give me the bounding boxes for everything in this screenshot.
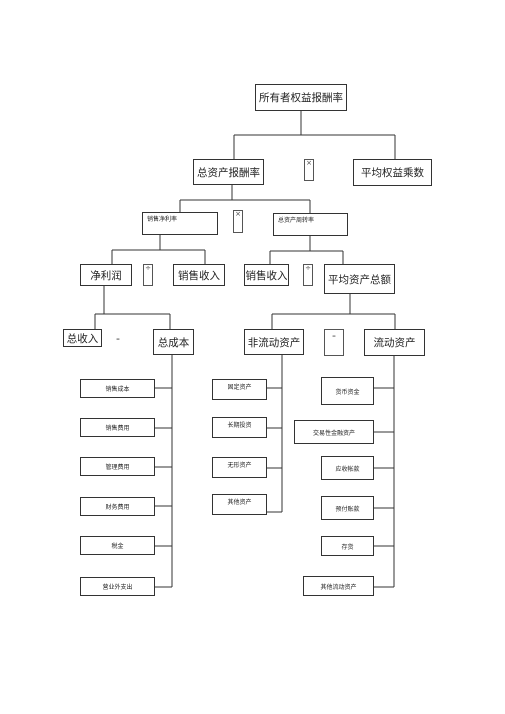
noncurrent-assets-box: 非流动资产 [244,329,304,355]
cost-item-box: 营业外支出 [80,577,155,596]
avg-total-assets-box: 平均资产总额 [324,264,395,294]
net-profit-box: 净利润 [80,264,132,286]
current-item-box: 应收帐款 [321,456,374,480]
net-profit-margin-box: 销售净利率 [142,212,218,235]
multiply-operator-box: × [304,159,314,181]
current-assets-box: 流动资产 [364,329,425,356]
noncurrent-item-box: 固定资产 [212,379,267,400]
roe-box: 所有者权益报酬率 [255,84,347,111]
current-item-box: 货币资金 [321,377,374,405]
noncurrent-item-box: 其他资产 [212,494,267,515]
asset-turnover-box: 总资产周转率 [273,213,348,236]
cost-item-box: 销售费用 [80,418,155,437]
total-cost-box: 总成本 [153,329,194,355]
minus-operator: - [116,332,120,345]
cost-item-box: 税金 [80,536,155,555]
minus-operator-box: - [324,329,344,356]
total-income-box: 总收入 [63,329,102,347]
current-item-box: 存货 [321,536,374,556]
multiply-operator-box-2: × [233,210,243,233]
current-item-box: 其他流动资产 [303,576,374,596]
equity-multiplier-box: 平均权益乘数 [353,159,432,186]
cost-item-box: 管理费用 [80,457,155,476]
divide-operator-box: ÷ [143,264,153,286]
current-item-box: 交易性金融资产 [294,420,374,444]
sales-revenue-box-left: 销售收入 [173,264,225,286]
cost-item-box: 销售成本 [80,379,155,398]
noncurrent-item-box: 无形资产 [212,457,267,478]
roa-box: 总资产报酬率 [193,159,264,185]
cost-item-box: 财务费用 [80,497,155,516]
divide-operator-box-2: ÷ [303,264,313,286]
sales-revenue-box-right: 销售收入 [244,264,289,286]
current-item-box: 预付账款 [321,496,374,520]
noncurrent-item-box: 长期投资 [212,417,267,438]
